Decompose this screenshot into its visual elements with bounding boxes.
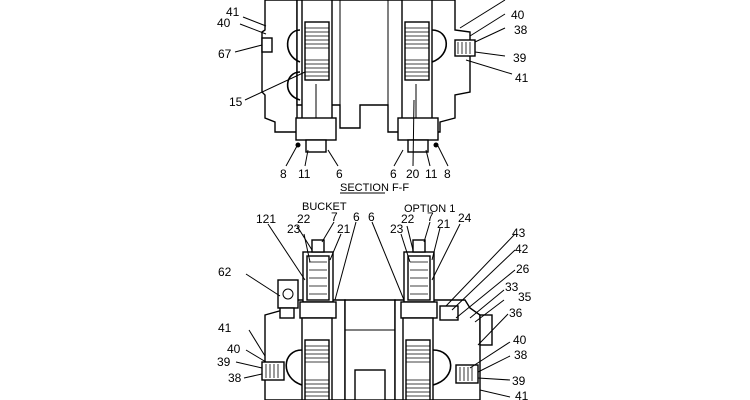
title-bucket: BUCKET [302,201,347,213]
top-leader-lines [234,0,513,167]
label-62: 62 [218,265,232,279]
label-7-left: 7 [331,210,338,224]
label-23-right: 23 [390,222,404,236]
top-right-spool [397,0,439,153]
label-41-left-top: 41 [226,5,240,19]
bottom-left-pilot-cap [299,239,337,319]
label-39-right-bottom: 39 [512,374,526,388]
title-option-1: OPTION 1 [404,203,455,215]
label-40-right-bottom: 40 [513,333,527,347]
label-11-left-top: 11 [298,167,311,181]
label-36: 36 [509,306,523,320]
label-67: 67 [218,47,232,61]
label-7-right: 7 [427,210,434,224]
label-22-right: 22 [401,212,415,226]
bottom-section-drawing [261,239,493,400]
label-40-right-top: 40 [511,8,525,22]
label-40-left-bottom: 40 [227,342,241,356]
bottom-labels: 121 22 7 23 21 6 6 22 7 23 21 24 43 42 2… [217,210,532,400]
top-labels: 41 40 67 15 40 38 39 41 8 11 6 6 20 11 8 [217,5,529,181]
label-38-right-bottom: 38 [514,348,528,362]
label-24: 24 [458,211,472,225]
label-33: 33 [505,280,519,294]
label-121: 121 [256,212,276,226]
label-15: 15 [229,95,243,109]
label-22-left: 22 [297,212,311,226]
label-42: 42 [515,242,529,256]
label-6-left-top: 6 [336,167,343,181]
label-6-bottom-a: 6 [353,210,360,224]
label-8-right-top: 8 [444,167,451,181]
label-41-left-bottom: 41 [218,321,232,335]
label-38-left-bottom: 38 [228,371,242,385]
label-35: 35 [518,290,532,304]
solenoid-62 [277,279,299,319]
label-6-right-top: 6 [390,167,397,181]
label-41-right-bottom: 41 [515,389,529,400]
label-41-right-top: 41 [515,71,529,85]
label-6-bottom-b: 6 [368,210,375,224]
label-38-right-top: 38 [514,23,528,37]
label-21-left: 21 [337,222,351,236]
top-left-spool [295,0,337,153]
label-20: 20 [406,167,420,181]
bottom-leader-lines [235,221,516,398]
label-21-right: 21 [437,217,451,231]
label-8-left-top: 8 [280,167,287,181]
label-26: 26 [516,262,530,276]
label-23-left: 23 [287,222,301,236]
section-title: SECTION F-F [340,182,409,194]
label-11-right-top: 11 [425,167,438,181]
label-40-left-top: 40 [217,16,231,30]
label-39-right-top: 39 [513,51,527,65]
label-39-left-bottom: 39 [217,355,231,369]
top-section-drawing [261,0,476,153]
label-43: 43 [512,226,526,240]
